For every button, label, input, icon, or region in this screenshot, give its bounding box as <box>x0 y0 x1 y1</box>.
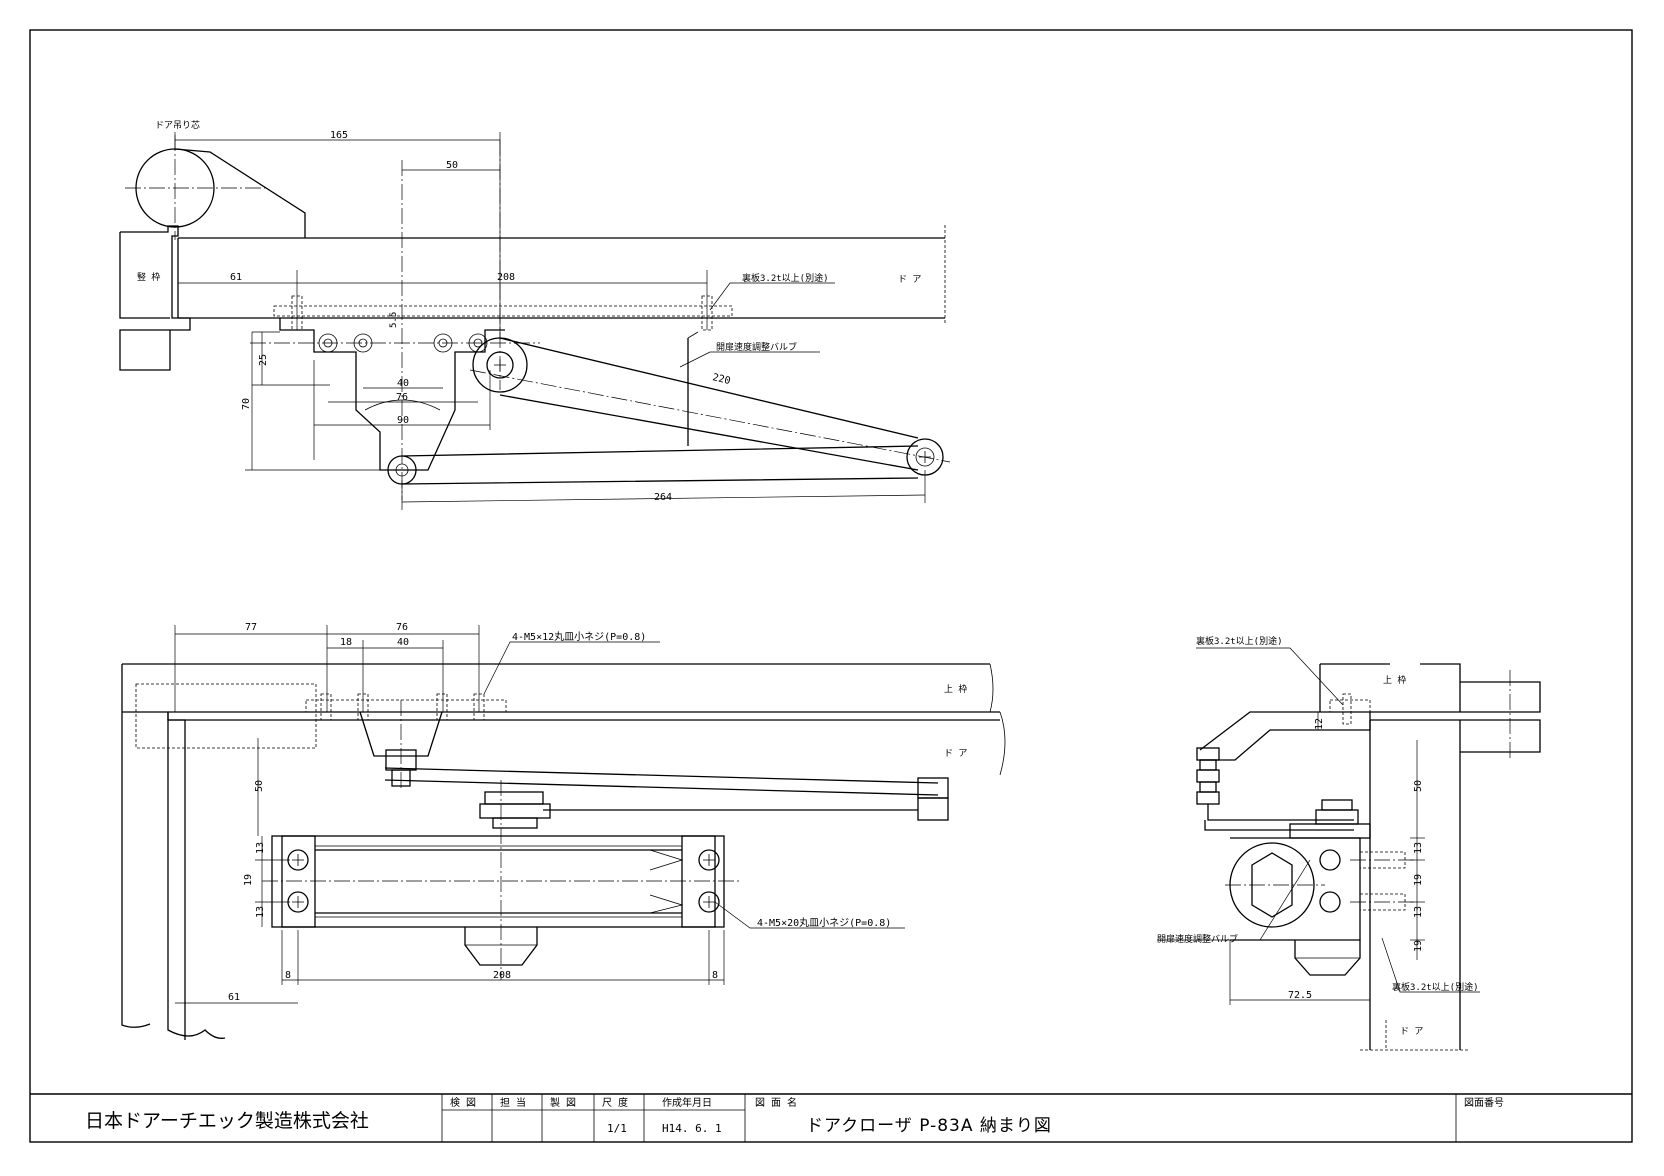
header-drawing-name: 図 面 名 <box>755 1096 797 1109</box>
dim-front-8a: 8 <box>285 970 291 981</box>
label-hinge-center: ドア吊り芯 <box>155 119 200 131</box>
header-date: 作成年月日 <box>662 1096 712 1109</box>
dim-top-165: 165 <box>330 130 348 141</box>
dim-side-50: 50 <box>1413 780 1424 792</box>
header-inspected: 検 図 <box>450 1096 476 1109</box>
dim-side-72-5: 72.5 <box>1288 990 1312 1001</box>
label-vertical-frame: 竪 枠 <box>137 271 160 283</box>
label-top-frame-side: 上 枠 <box>1383 674 1406 686</box>
company-name: 日本ドアーチエック製造株式会社 <box>85 1110 369 1132</box>
dim-top-90: 90 <box>397 415 409 426</box>
dim-side-12: 12 <box>1314 718 1325 730</box>
dim-front-40: 40 <box>397 637 409 648</box>
dim-top-264: 264 <box>654 492 672 503</box>
title-block: 日本ドアーチエック製造株式会社 検 図 担 当 製 図 尺 度 作成年月日 図 … <box>30 1093 1632 1142</box>
dim-front-18: 18 <box>340 637 352 648</box>
note-backplate-side-top: 裏板3.2t以上(別途) <box>1196 635 1283 647</box>
dim-front-208: 208 <box>493 970 511 981</box>
dim-top-5-5: 5.5 <box>389 312 399 328</box>
note-valve-side: 開扉速度調整バルブ <box>1157 933 1238 945</box>
dim-top-61: 61 <box>230 272 242 283</box>
dim-top-50: 50 <box>446 160 458 171</box>
dim-front-13a: 13 <box>255 842 266 854</box>
label-door-front: ド ア <box>944 749 967 759</box>
dim-front-50: 50 <box>254 780 265 792</box>
header-drawing-number: 図面番号 <box>1464 1097 1504 1109</box>
dim-side-19b: 19 <box>1413 940 1424 952</box>
scale-value: 1/1 <box>607 1122 627 1135</box>
note-screw-top: 4-M5×12丸皿小ネジ(P=0.8) <box>512 630 646 643</box>
label-door-top: ド ア <box>898 275 921 285</box>
dim-top-70: 70 <box>241 398 252 410</box>
header-drafted: 製 図 <box>550 1096 576 1109</box>
dim-top-208: 208 <box>497 272 515 283</box>
date-value: H14. 6. 1 <box>662 1122 722 1135</box>
dim-front-19: 19 <box>243 874 254 886</box>
dim-top-220: 220 <box>711 372 731 387</box>
dim-top-76: 76 <box>396 392 408 403</box>
dim-front-76: 76 <box>396 622 408 633</box>
dim-front-8b: 8 <box>712 970 718 981</box>
note-screw-body: 4-M5×20丸皿小ネジ(P=0.8) <box>757 916 891 929</box>
note-backplate-top: 裏板3.2t以上(別途) <box>742 272 829 284</box>
dim-front-61: 61 <box>228 992 240 1003</box>
note-valve-top: 開扉速度調整バルブ <box>716 341 797 353</box>
header-in-charge: 担 当 <box>500 1096 526 1109</box>
dim-side-13a: 13 <box>1413 842 1424 854</box>
drawing-title: ドアクローザ P-83A 納まり図 <box>806 1116 1052 1136</box>
dim-front-13b: 13 <box>255 906 266 918</box>
header-scale: 尺 度 <box>602 1096 628 1109</box>
sheet-border <box>29 29 1633 1143</box>
front-view: 77 76 18 40 50 13 19 13 8 208 8 61 上 枠 ド… <box>121 622 1006 1040</box>
label-door-side: ド ア <box>1400 1027 1423 1037</box>
dim-side-19a: 19 <box>1413 874 1424 886</box>
dim-top-40: 40 <box>397 378 409 389</box>
label-top-frame-front: 上 枠 <box>944 683 967 695</box>
dim-side-13b: 13 <box>1413 906 1424 918</box>
note-backplate-side-bottom: 裏板3.2t以上(別途) <box>1392 981 1479 993</box>
side-view: 12 50 13 19 13 19 72.5 裏板3.2t以上(別途) 上 枠 … <box>1157 635 1541 1051</box>
top-view: 165 50 61 208 5.5 25 70 40 76 90 220 264… <box>119 119 951 510</box>
dim-front-77: 77 <box>245 622 257 633</box>
dim-top-25: 25 <box>258 354 269 366</box>
